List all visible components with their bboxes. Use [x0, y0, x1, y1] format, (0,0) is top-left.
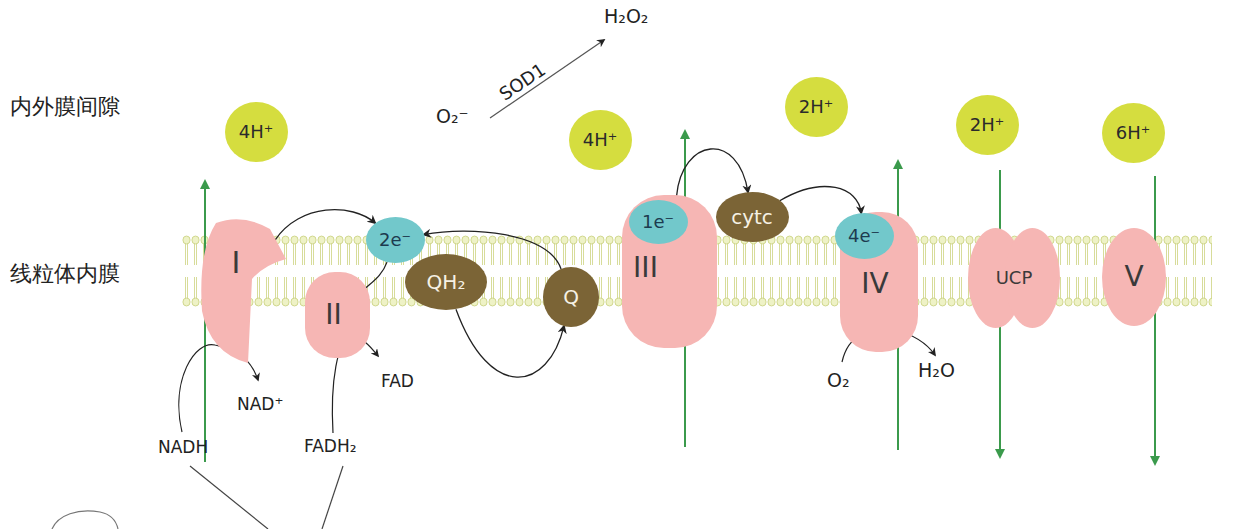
- label-holder: NAD⁺: [237, 395, 283, 414]
- label-holder: 内外膜间隙: [10, 95, 120, 119]
- node-text: III: [633, 253, 658, 284]
- atp-synthase: V: [1102, 228, 1166, 326]
- node-text: 4H⁺: [583, 130, 618, 150]
- molecule-label: H₂O: [918, 360, 955, 381]
- electron-flow-arrow: [275, 210, 375, 240]
- complex-iv: IV 4e⁻: [840, 212, 918, 352]
- electron-circle: 2e⁻: [366, 217, 425, 263]
- node-text: cytc: [731, 206, 773, 228]
- reaction-arrow: [490, 40, 604, 118]
- label-holder: 线粒体内膜: [10, 262, 120, 286]
- complex-ii: II: [305, 272, 370, 358]
- electron-flow-arrow: [364, 262, 387, 290]
- node-text: QH₂: [427, 271, 466, 293]
- electron-circle: 4e⁻: [835, 213, 894, 259]
- molecule-label: NADH: [158, 438, 208, 457]
- complex-iii: III 1e⁻: [622, 195, 717, 348]
- node-text: Q: [563, 286, 579, 308]
- node-text: IV: [861, 269, 888, 300]
- label-holder: NADH: [158, 438, 208, 457]
- node-text: 2H⁺: [799, 97, 834, 117]
- node-text: 6H⁺: [1116, 123, 1151, 143]
- leader-line: [322, 466, 343, 529]
- node-text: 2e⁻: [379, 230, 411, 250]
- proton-circle: 6H⁺: [1102, 103, 1165, 163]
- node-text: UCP: [996, 268, 1033, 288]
- label-holder: O₂⁻: [436, 106, 469, 127]
- label-holder: H₂O₂: [604, 6, 648, 27]
- label-holder: SOD1: [497, 72, 548, 92]
- molecule-label: H₂O₂: [604, 6, 648, 27]
- molecule-label: FAD: [381, 372, 414, 391]
- node-text: V: [1124, 262, 1143, 293]
- leader-line: [190, 466, 268, 529]
- enzyme-label: SOD1: [496, 59, 549, 104]
- proton-circle: 4H⁺: [569, 110, 632, 170]
- molecule-label: O₂: [827, 370, 850, 391]
- organelle-outline: [52, 511, 118, 529]
- node-text: 4H⁺: [239, 122, 274, 142]
- node-text: 2H⁺: [970, 115, 1005, 135]
- proton-circle: 2H⁺: [956, 95, 1019, 155]
- proton-arrow: [1154, 176, 1156, 461]
- label-holder: H₂O: [918, 360, 955, 381]
- node-text: 4e⁻: [848, 226, 880, 246]
- region-label: 内外膜间隙: [10, 95, 120, 119]
- node-text: 1e⁻: [642, 212, 674, 232]
- electron-flow-arrow: [456, 309, 564, 377]
- cytochrome-c-ellipse: cytc: [716, 192, 789, 242]
- proton-circle: 4H⁺: [225, 102, 288, 162]
- node-text: I: [232, 246, 241, 279]
- electron-circle: 1e⁻: [629, 200, 688, 244]
- ubiquinol-ellipse: QH₂: [405, 254, 487, 310]
- uncoupling-protein: UCP: [968, 228, 1060, 328]
- electron-flow-arrow: [780, 187, 862, 214]
- node-text: II: [325, 300, 342, 331]
- proton-circle: 2H⁺: [785, 77, 848, 137]
- shape-outline: [198, 215, 286, 363]
- label-holder: O₂: [827, 370, 850, 391]
- label-holder: FAD: [381, 372, 414, 391]
- complex-i: I: [198, 215, 286, 363]
- electron-flow-arrow: [677, 149, 748, 196]
- molecule-label: O₂⁻: [436, 106, 469, 127]
- label-holder: FADH₂: [304, 437, 357, 456]
- molecule-label: FADH₂: [304, 437, 357, 456]
- ubiquinone-ellipse: Q: [543, 267, 599, 327]
- region-label: 线粒体内膜: [10, 262, 120, 286]
- molecule-label: NAD⁺: [237, 395, 283, 414]
